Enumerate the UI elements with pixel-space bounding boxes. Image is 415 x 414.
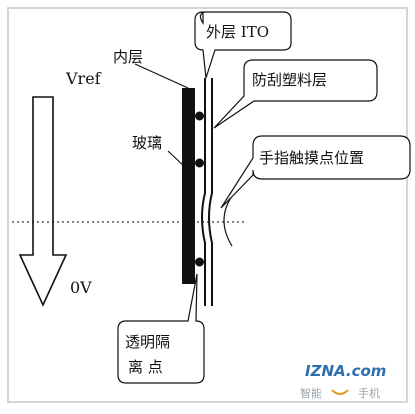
vref-label: Vref — [65, 69, 102, 88]
watermark-tagline-left: 智能 — [300, 386, 322, 400]
inner-layer-leader — [134, 63, 189, 89]
smile-icon — [331, 389, 349, 395]
watermark-logo: IZNA.com — [305, 362, 386, 380]
glass-substrate — [182, 88, 195, 284]
scratch-resistant-plastic-layer — [208, 78, 213, 306]
finger-touch-callout — [220, 135, 411, 209]
plastic-layer-label: 防刮塑料层 — [252, 71, 327, 89]
watermark-tagline-right: 手机 — [358, 386, 380, 400]
finger-touch-label: 手指触摸点位置 — [259, 149, 364, 167]
spacer-dots-label-line2: 离 点 — [128, 358, 163, 376]
glass-label: 玻璃 — [132, 134, 162, 152]
voltage-gradient-arrow — [18, 96, 68, 307]
outer-ito-label: 外层 ITO — [206, 23, 269, 41]
spacer-dots-callout — [117, 273, 205, 384]
glass-leader — [167, 150, 187, 169]
plastic-layer-callout — [213, 59, 378, 129]
spacer-dot — [195, 158, 204, 168]
spacer-dot — [195, 257, 204, 267]
finger-touch-arc — [223, 195, 233, 247]
zero-volt-label: 0V — [70, 278, 92, 297]
outer-ito-callout — [194, 11, 292, 79]
site-watermark: IZNA.com 智能 手机 — [300, 362, 386, 400]
spacer-dots-label-line1: 透明隔 — [125, 333, 170, 351]
spacer-dot — [195, 111, 204, 121]
inner-layer-label: 内层 — [113, 48, 143, 66]
inner-ito-film — [201, 78, 206, 306]
